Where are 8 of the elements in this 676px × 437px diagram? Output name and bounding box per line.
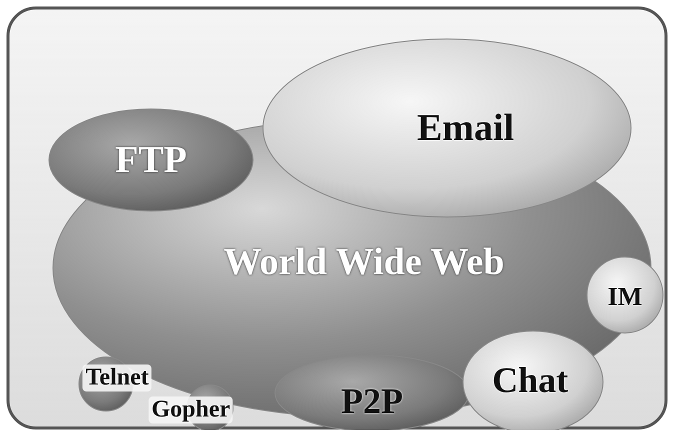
service-label: Gopher bbox=[148, 396, 234, 424]
service-label: World Wide Web bbox=[224, 240, 504, 284]
service-label: IM bbox=[608, 282, 642, 312]
service-label: Email bbox=[416, 106, 514, 150]
service-label: FTP bbox=[115, 138, 187, 182]
service-label: P2P bbox=[341, 380, 403, 422]
service-label: Telnet bbox=[82, 364, 152, 392]
service-label: Chat bbox=[492, 358, 568, 401]
